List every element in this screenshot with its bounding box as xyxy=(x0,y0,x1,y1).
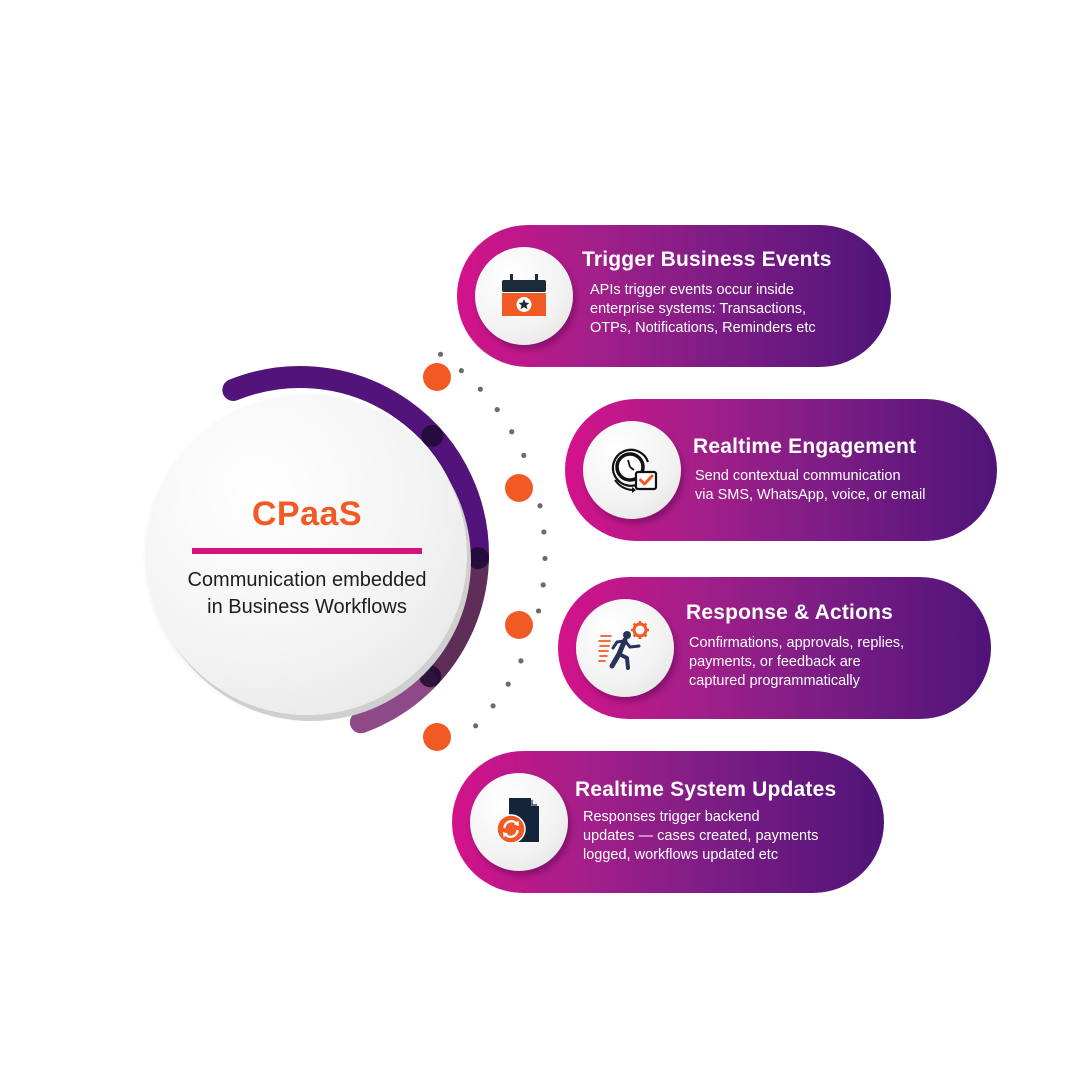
step-marker-dot xyxy=(423,363,451,391)
step-title: Trigger Business Events xyxy=(582,248,832,271)
dotted-connector-path xyxy=(437,351,548,729)
step-description-line: APIs trigger events occur inside xyxy=(590,282,794,298)
arc-segment-top xyxy=(222,366,489,573)
step-marker-dot xyxy=(423,723,451,751)
step-description: Confirmations, approvals, replies, payme… xyxy=(689,634,904,691)
arc-segment-bottom xyxy=(349,669,437,734)
step-marker-dot xyxy=(505,474,533,502)
arc-node xyxy=(419,665,442,688)
step-title: Response & Actions xyxy=(686,601,894,624)
connector-dot xyxy=(537,503,543,509)
step-description-line: Responses trigger backend xyxy=(583,809,760,825)
connector-dot xyxy=(490,703,496,709)
step-description-line: Confirmations, approvals, replies, xyxy=(689,635,905,651)
arc-node xyxy=(421,424,444,447)
connector-dot xyxy=(541,529,547,535)
hub-subtitle: Communication embedded in Business Workf… xyxy=(147,567,467,621)
connector-dot xyxy=(509,429,515,435)
step-marker-dot xyxy=(505,611,533,639)
step-description-line: updates — cases created, payments xyxy=(583,828,819,844)
connector-dot xyxy=(477,386,483,392)
connector-dot xyxy=(505,681,511,687)
step-description-line: Send contextual communication xyxy=(695,468,901,484)
step-description-line: enterprise systems: Transactions, xyxy=(590,301,806,317)
connector-dot xyxy=(494,407,500,413)
step-description-line: OTPs, Notifications, Reminders etc xyxy=(590,320,816,336)
connector-dot xyxy=(535,608,542,614)
progress-arc xyxy=(222,366,489,734)
connector-dot xyxy=(542,555,548,562)
step-icon-badge xyxy=(470,773,568,871)
step-icon-badge xyxy=(583,421,681,519)
hub-title: CPaaS xyxy=(251,495,363,533)
step-description: Responses trigger backend updates — case… xyxy=(583,808,818,865)
step-description-line: payments, or feedback are xyxy=(689,654,861,670)
step-title: Realtime System Updates xyxy=(575,778,837,801)
step-card-response-actions: Response & Actions Confirmations, approv… xyxy=(558,577,991,719)
step-description-line: logged, workflows updated etc xyxy=(583,847,779,863)
connector-dot xyxy=(473,723,479,729)
clock-check-icon xyxy=(611,448,658,493)
step-title: Realtime Engagement xyxy=(693,435,917,458)
step-icon-badge xyxy=(576,599,674,697)
step-description: APIs trigger events occur inside enterpr… xyxy=(590,281,816,338)
step-description-line: via SMS, WhatsApp, voice, or email xyxy=(695,487,926,503)
connector-dot xyxy=(437,351,444,357)
connector-dot xyxy=(458,368,464,374)
cpaas-hub-circle: CPaaS Communication embedded in Business… xyxy=(147,395,467,715)
step-description: Send contextual communication via SMS, W… xyxy=(695,467,925,505)
connector-dot xyxy=(518,658,524,664)
hub-subtitle-line: Communication embedded xyxy=(187,569,427,591)
running-person-gear-icon xyxy=(598,621,649,670)
calendar-star-icon xyxy=(502,274,546,316)
arc-node xyxy=(466,547,489,570)
step-description-line: captured programmatically xyxy=(689,673,860,689)
document-sync-icon xyxy=(496,798,539,844)
step-card-trigger-business-events: Trigger Business Events APIs trigger eve… xyxy=(457,225,891,367)
hub-divider xyxy=(192,548,422,554)
step-markers xyxy=(423,363,533,751)
step-card-realtime-system-updates: Realtime System Updates Responses trigge… xyxy=(452,751,884,893)
connector-dot xyxy=(521,452,527,458)
step-card-realtime-engagement: Realtime Engagement Send contextual comm… xyxy=(565,399,997,541)
step-icon-badge xyxy=(475,247,573,345)
connector-dot xyxy=(540,582,546,588)
hub-subtitle-line: in Business Workflows xyxy=(207,596,407,618)
